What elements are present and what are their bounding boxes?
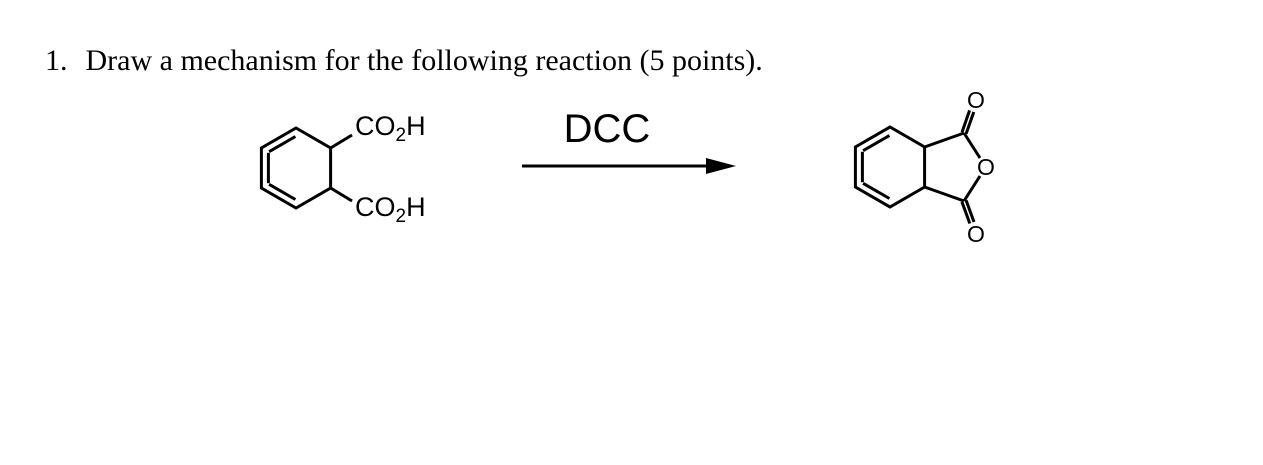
product-double-bond-bottom-left [862, 182, 891, 200]
reactant-benzene-ring [259, 126, 333, 210]
product-double-bond-top-left [862, 134, 891, 152]
question-number: 1. [45, 44, 68, 77]
reaction-arrow-head [706, 158, 736, 174]
product-bond-ring-oxygen-to-bottom-carbonyl [962, 175, 982, 202]
reactant-double-bond-top-left [268, 135, 297, 153]
reactant-bond-to-bottom-co2h [329, 186, 353, 203]
product-bottom-carbonyl-double-bond [960, 199, 976, 225]
reactant-co2h-label-bottom: CO2H [355, 192, 426, 227]
reaction-arrow-group: DCC [522, 107, 736, 174]
product-top-carbonyl-double-bond [960, 109, 976, 135]
question-text: Draw a mechanism for the following react… [85, 44, 763, 77]
product-oxygen-label-top: O [967, 87, 985, 113]
reagent-label: DCC [564, 107, 651, 151]
reactant-bond-to-top-co2h [329, 133, 353, 150]
question-prompt: 1. Draw a mechanism for the following re… [45, 44, 763, 78]
product-benzene-ring [853, 125, 927, 209]
product-bond-ring-to-top-carbonyl [924, 131, 965, 149]
reactant-structure: CO2H CO2H [259, 111, 426, 227]
product-bond-top-carbonyl-to-ring-oxygen [962, 132, 982, 159]
product-oxygen-label-bottom: O [967, 221, 985, 247]
product-oxygen-label-ring: O [977, 154, 995, 180]
reactant-double-bond-bottom-left [268, 183, 297, 201]
product-bond-ring-to-bottom-carbonyl [924, 185, 965, 203]
reactant-co2h-label-top: CO2H [355, 111, 426, 146]
product-structure: O O O [853, 87, 995, 247]
